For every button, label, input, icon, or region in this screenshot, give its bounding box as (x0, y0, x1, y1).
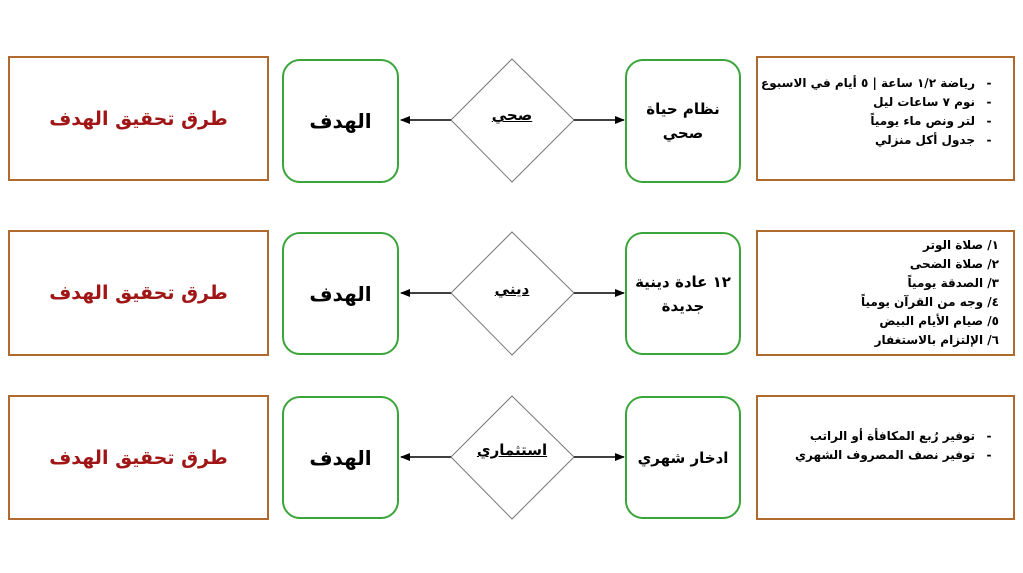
details-box-2: ١/ صلاة الوتر ٢/ صلاة الضحى ٣/ الصدقة يو… (756, 230, 1015, 356)
list-item: نوم ٧ ساعات ليل (766, 93, 999, 112)
ways-box-2: طرق تحقيق الهدف (8, 230, 269, 356)
goal-label-1: الهدف (309, 109, 372, 133)
details-list-3: توفير رُبع المكافأة أو الراتب توفير نصف … (766, 427, 999, 465)
list-item: رياضة ١/٢ ساعة | ٥ أيام في الاسبوع (761, 74, 999, 93)
details-box-3: توفير رُبع المكافأة أو الراتب توفير نصف … (756, 395, 1015, 520)
list-item: توفير نصف المصروف الشهري (766, 446, 999, 465)
ways-box-3: طرق تحقيق الهدف (8, 395, 269, 520)
list-item: ٦/ الإلتزام بالاستغفار (874, 333, 999, 347)
goal-box-3: الهدف (282, 396, 399, 519)
ways-label-3: طرق تحقيق الهدف (49, 446, 228, 469)
goal-box-2: الهدف (282, 232, 399, 355)
goal-label-2: الهدف (309, 281, 372, 306)
goal-label-3: الهدف (309, 445, 372, 470)
list-item: ٣/ الصدقة يومياً (907, 276, 999, 290)
list-item: لتر ونص ماء يومياً (766, 112, 999, 131)
action-box-2: ١٢ عادة دينية جديدة (625, 232, 741, 355)
action-label-1: نظام حياة صحي (646, 100, 720, 142)
list-item: جدول أكل منزلي (766, 131, 999, 150)
goal-box-1: الهدف (282, 59, 399, 183)
ways-label-2: طرق تحقيق الهدف (49, 282, 228, 304)
list-item: ١/ صلاة الوتر (923, 238, 999, 252)
category-label-3: استثماري (476, 441, 548, 459)
category-label-1: صحي (491, 106, 533, 124)
diamond-shape-1 (450, 58, 575, 183)
details-box-1: رياضة ١/٢ ساعة | ٥ أيام في الاسبوع نوم ٧… (756, 56, 1015, 181)
list-item: ٥/ صيام الأيام البيض (879, 314, 999, 328)
list-item: ٤/ وجه من القرآن يومياً (861, 295, 999, 309)
ways-box-1: طرق تحقيق الهدف (8, 56, 269, 181)
details-list-1: رياضة ١/٢ ساعة | ٥ أيام في الاسبوع نوم ٧… (761, 74, 999, 150)
action-box-1: نظام حياة صحي (625, 59, 741, 183)
diamond-shape-2 (450, 231, 575, 356)
ways-label-1: طرق تحقيق الهدف (49, 107, 228, 130)
list-item: ٢/ صلاة الضحى (909, 257, 999, 271)
diamond-shape-3 (450, 395, 575, 520)
action-label-2: ١٢ عادة دينية جديدة (635, 272, 731, 315)
action-box-3: ادخار شهري (625, 396, 741, 519)
action-label-3: ادخار شهري (637, 448, 729, 467)
list-item: توفير رُبع المكافأة أو الراتب (766, 427, 999, 446)
details-list-2: ١/ صلاة الوتر ٢/ صلاة الضحى ٣/ الصدقة يو… (766, 236, 999, 350)
category-label-2: ديني (494, 280, 530, 298)
